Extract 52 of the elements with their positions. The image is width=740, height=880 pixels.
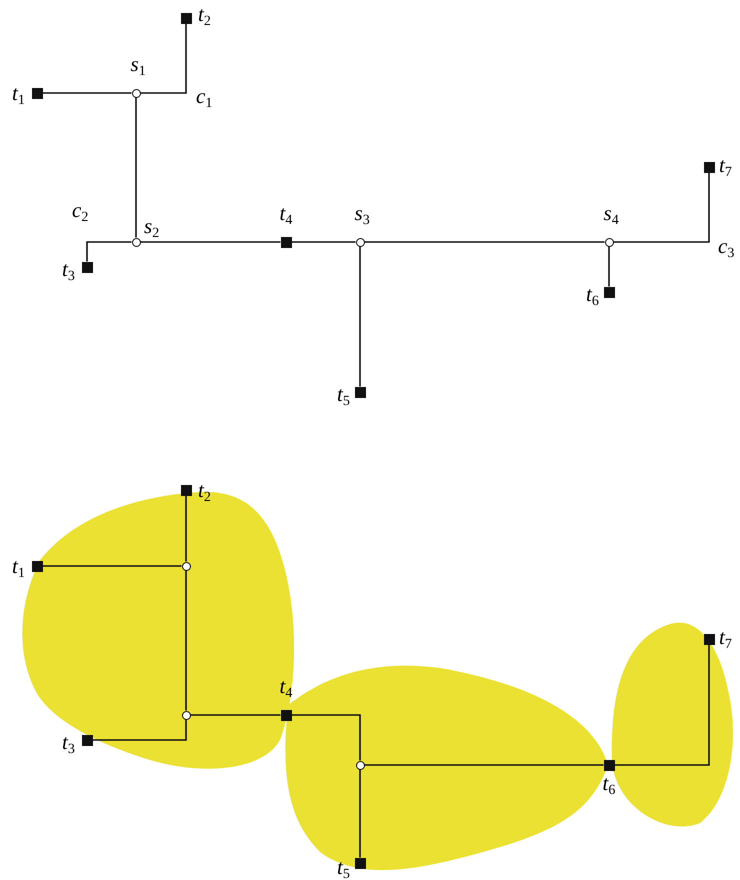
vertex-label: t$_{1}$ <box>12 82 25 108</box>
tree-edge <box>292 714 361 760</box>
steiner-point <box>604 238 614 246</box>
corner-label: c$_{3}$ <box>718 236 734 260</box>
terminal-square <box>32 88 42 98</box>
tree-edge <box>86 241 132 262</box>
vertex-label: t$_{3}$ <box>62 732 75 756</box>
tree-edge <box>190 714 280 716</box>
vertex-label: t$_{2}$ <box>198 4 211 28</box>
tree-edge <box>359 246 361 386</box>
tree-edge <box>614 644 710 766</box>
vertex-label: t$_{7}$ <box>719 626 732 652</box>
steiner-point <box>132 88 140 98</box>
vertex-label: t$_{1}$ <box>12 556 25 580</box>
tree-edge <box>135 98 137 238</box>
tree-edge <box>42 92 132 94</box>
vertex-label: t$_{6}$ <box>602 772 616 798</box>
steiner-point <box>132 238 140 246</box>
vertex-label: s$_{3}$ <box>354 203 370 228</box>
terminal-square <box>604 286 614 298</box>
tree-edge <box>364 241 604 243</box>
tree-edge <box>185 496 187 562</box>
tree-edge <box>364 764 604 766</box>
tree-edge <box>359 770 361 858</box>
corner-label: c$_{2}$ <box>72 200 88 225</box>
vertex-label: t$_{5}$ <box>337 384 350 408</box>
vertex-label: s$_{2}$ <box>144 216 160 240</box>
terminal-square <box>704 162 714 172</box>
tree-edge <box>608 246 610 286</box>
vertex-label: t$_{4}$ <box>280 203 292 228</box>
terminal-square <box>354 386 366 398</box>
vertex-label: t$_{6}$ <box>586 284 599 308</box>
vertex-label: s$_{1}$ <box>130 54 146 79</box>
vertex-label: t$_{3}$ <box>62 258 75 284</box>
terminal-square <box>704 634 714 644</box>
terminal-square <box>280 236 292 248</box>
tree-edge <box>140 241 280 243</box>
corner-label: c$_{1}$ <box>196 86 212 110</box>
terminal-square <box>180 12 192 24</box>
tree-edge <box>92 720 187 741</box>
steiner-point <box>356 238 364 246</box>
terminal-square <box>32 560 42 572</box>
terminal-square <box>82 262 92 272</box>
tree-edge <box>614 172 710 243</box>
vertex-label: t$_{7}$ <box>719 154 732 180</box>
terminal-square <box>180 484 192 496</box>
tree-edge <box>292 241 356 243</box>
tree-edge <box>42 565 182 567</box>
terminal-square <box>82 734 92 746</box>
tree-edge <box>185 570 187 710</box>
tree-edge <box>140 24 187 94</box>
vertex-label: s$_{4}$ <box>604 203 619 228</box>
